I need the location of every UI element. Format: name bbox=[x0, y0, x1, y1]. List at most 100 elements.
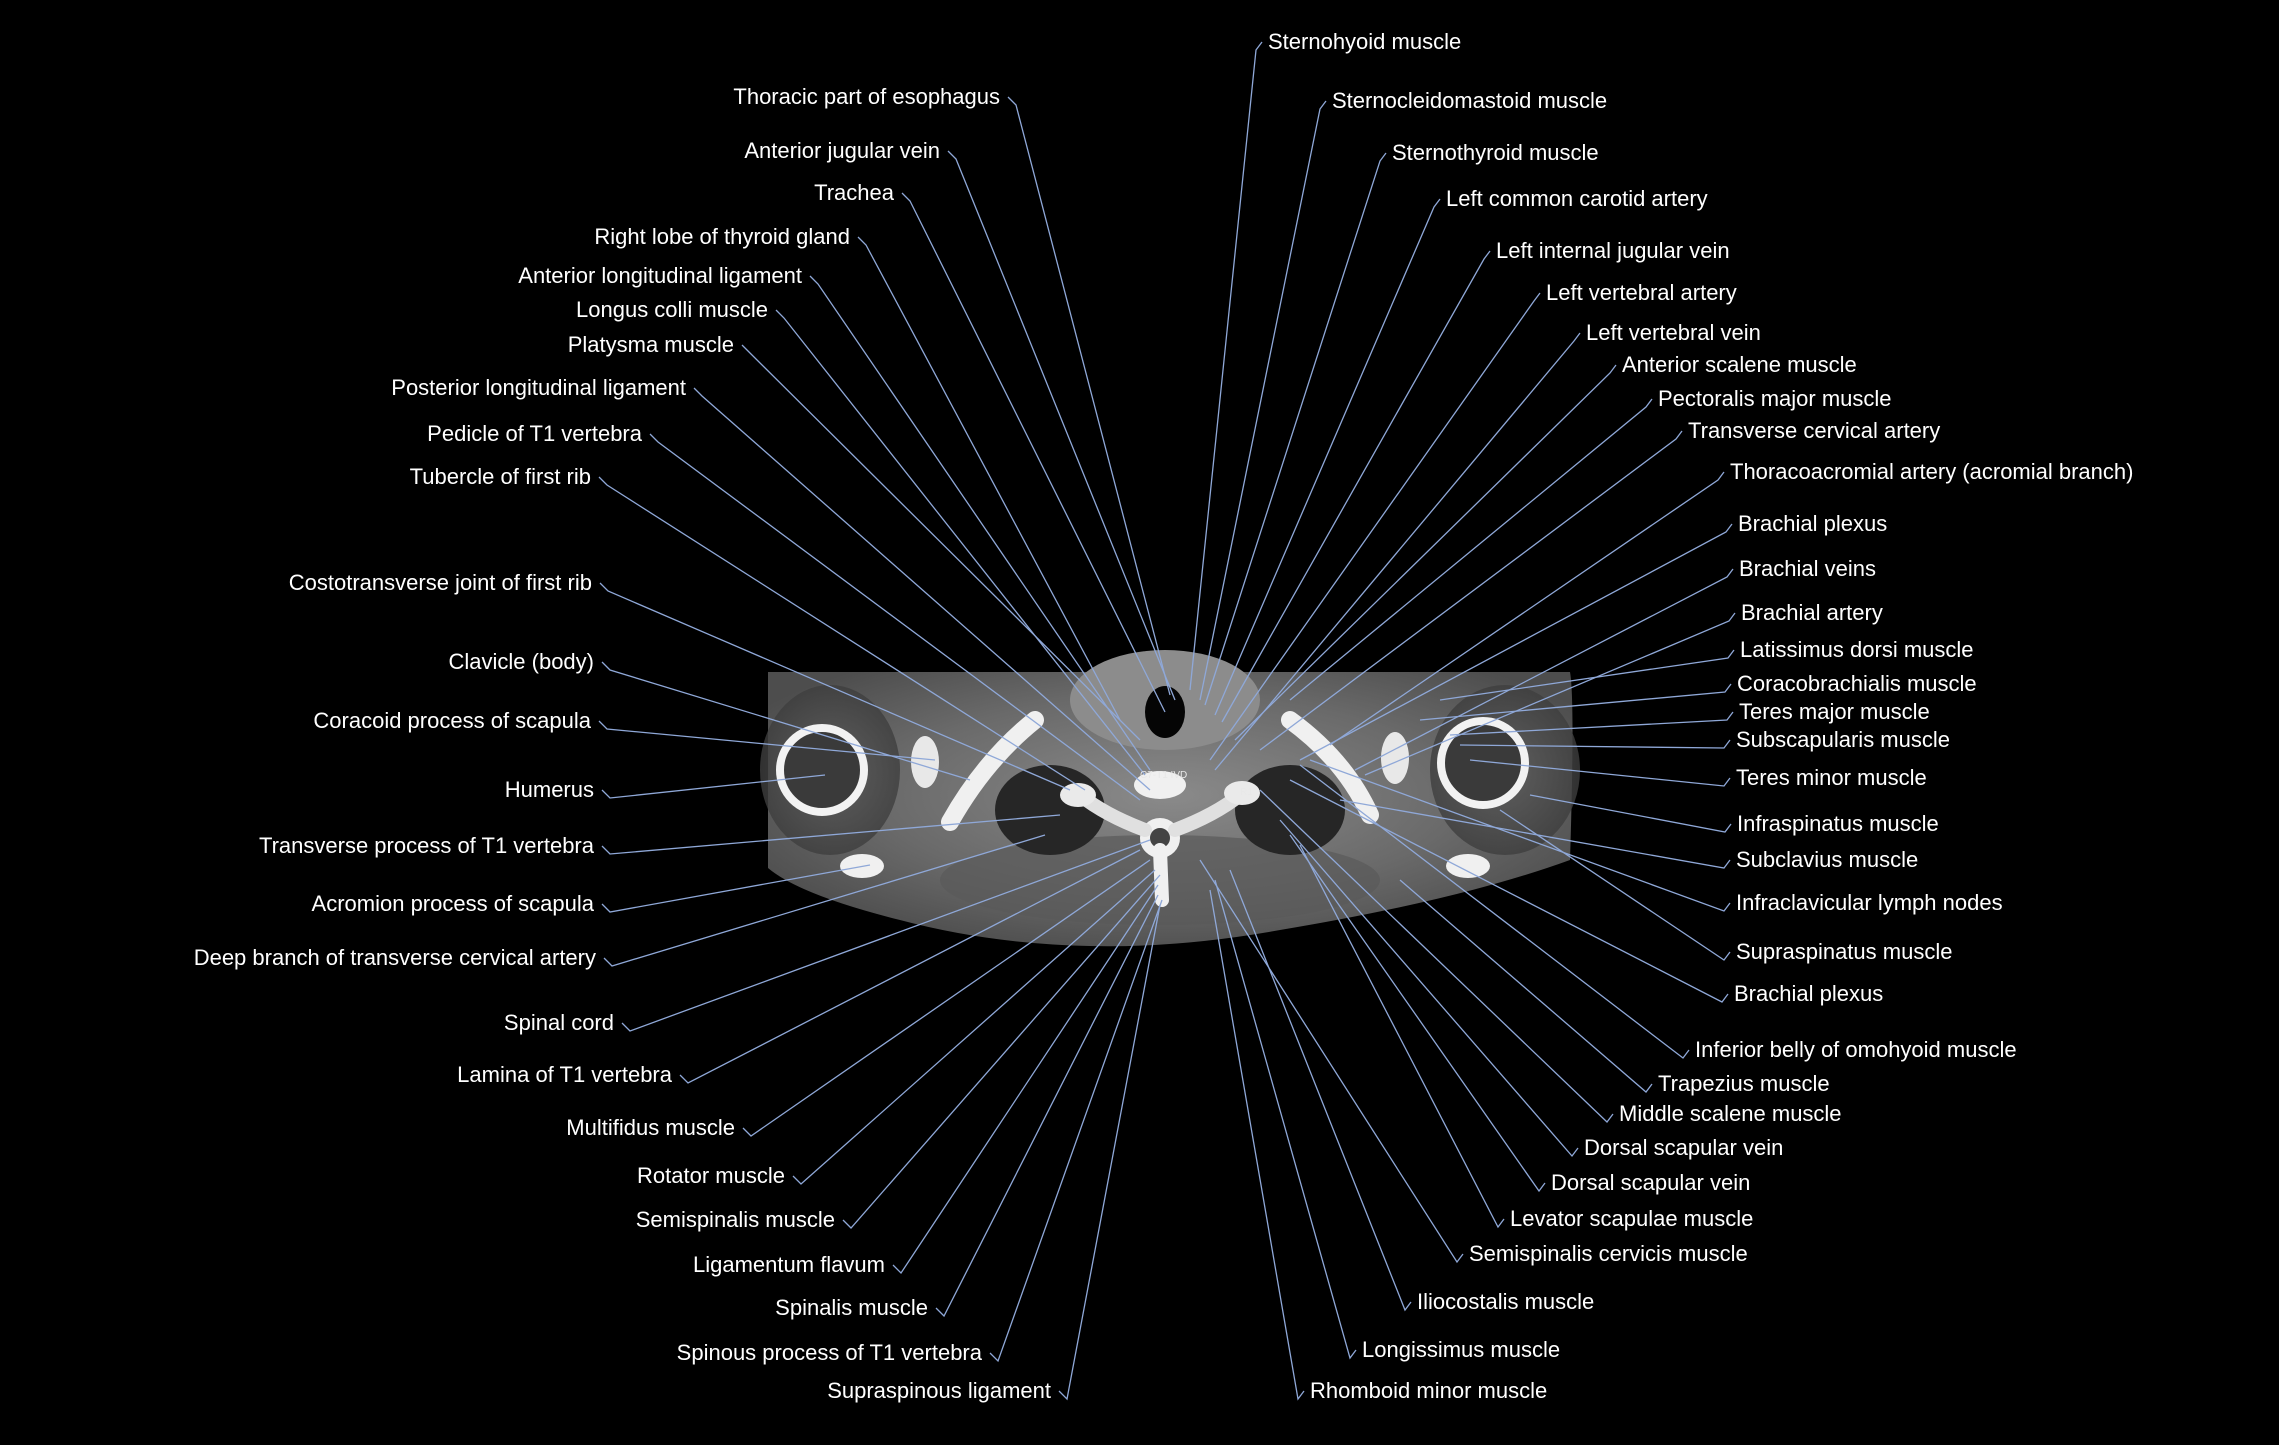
leader-subscapularis-muscle bbox=[1459, 739, 1731, 749]
label-left-internal-jugular-vein: Left internal jugular vein bbox=[1496, 238, 1730, 263]
label-tubercle-of-first-rib: Tubercle of first rib bbox=[409, 464, 591, 489]
label-anterior-jugular-vein: Anterior jugular vein bbox=[744, 138, 940, 163]
first-rib-left bbox=[1224, 781, 1260, 805]
leader-latissimus-dorsi-muscle bbox=[1439, 649, 1735, 701]
leader-lamina-of-t1-vertebra bbox=[679, 849, 1141, 1084]
label-spinal-cord: Spinal cord bbox=[503, 1010, 614, 1035]
t1-vertebral-body bbox=[1134, 771, 1186, 799]
leader-rotator-muscle bbox=[792, 869, 1156, 1185]
leader-platysma-muscle bbox=[741, 344, 1141, 741]
leader-deep-branch-of-transverse-cervical-artery bbox=[603, 834, 1046, 967]
t1-spinous-process bbox=[1153, 843, 1169, 907]
leader-semispinalis-cervicis-muscle bbox=[1199, 859, 1464, 1264]
label-supraspinatus-muscle: Supraspinatus muscle bbox=[1736, 939, 1953, 964]
label-pectoralis-major-muscle: Pectoralis major muscle bbox=[1658, 386, 1892, 411]
leader-ligamentum-flavum bbox=[892, 884, 1159, 1275]
label-teres-minor-muscle: Teres minor muscle bbox=[1736, 765, 1927, 790]
right-humeral-head bbox=[776, 724, 868, 816]
label-platysma-muscle: Platysma muscle bbox=[567, 332, 734, 357]
leader-infraclavicular-lymph-nodes bbox=[1309, 759, 1731, 912]
left-clavicle bbox=[1281, 711, 1379, 824]
leader-subclavius-muscle bbox=[1339, 799, 1731, 869]
label-brachial-plexus: Brachial plexus bbox=[1738, 511, 1888, 536]
leader-lines bbox=[598, 41, 1736, 1401]
label-brachial-plexus: Brachial plexus bbox=[1734, 981, 1884, 1006]
label-supraspinous-ligament: Supraspinous ligament bbox=[827, 1378, 1051, 1403]
label-acromion-process-of-scapula: Acromion process of scapula bbox=[311, 891, 594, 916]
leader-inferior-belly-of-omohyoid-muscle bbox=[1299, 764, 1690, 1059]
label-longus-colli-muscle: Longus colli muscle bbox=[576, 297, 768, 322]
label-inferior-belly-of-omohyoid-muscle: Inferior belly of omohyoid muscle bbox=[1695, 1037, 2017, 1062]
label-longissimus-muscle: Longissimus muscle bbox=[1362, 1337, 1561, 1362]
first-rib-right bbox=[1060, 783, 1096, 807]
leader-anterior-scalene-muscle bbox=[1234, 364, 1617, 741]
label-infraspinatus-muscle: Infraspinatus muscle bbox=[1737, 811, 1939, 836]
label-latissimus-dorsi-muscle: Latissimus dorsi muscle bbox=[1740, 637, 1974, 662]
label-levator-scapulae-muscle: Levator scapulae muscle bbox=[1510, 1206, 1754, 1231]
label-coracobrachialis-muscle: Coracobrachialis muscle bbox=[1737, 671, 1977, 696]
leader-left-common-carotid-artery bbox=[1214, 198, 1441, 716]
label-costotransverse-joint-of-first-rib: Costotransverse joint of first rib bbox=[288, 570, 592, 595]
right-lung-apex bbox=[1235, 765, 1345, 855]
label-anterior-scalene-muscle: Anterior scalene muscle bbox=[1622, 352, 1857, 377]
leader-dorsal-scapular-vein bbox=[1279, 819, 1579, 1158]
right-coracoid bbox=[911, 736, 939, 788]
label-spinous-process-of-t1-vertebra: Spinous process of T1 vertebra bbox=[676, 1340, 982, 1365]
leader-longissimus-muscle bbox=[1214, 879, 1357, 1360]
leader-posterior-longitudinal-ligament bbox=[693, 387, 1151, 791]
label-right-lobe-of-thyroid-gland: Right lobe of thyroid gland bbox=[594, 224, 850, 249]
leader-infraspinatus-muscle bbox=[1529, 794, 1732, 833]
leader-supraspinatus-muscle bbox=[1499, 809, 1731, 961]
leader-sternocleidomastoid-muscle bbox=[1199, 100, 1327, 701]
label-semispinalis-muscle: Semispinalis muscle bbox=[635, 1207, 835, 1232]
leader-trapezius-muscle bbox=[1399, 879, 1653, 1093]
leader-thoracic-part-of-esophagus bbox=[1007, 96, 1171, 696]
leader-left-internal-jugular-vein bbox=[1221, 250, 1491, 723]
label-left-common-carotid-artery: Left common carotid artery bbox=[1446, 186, 1708, 211]
leader-longus-colli-muscle bbox=[775, 309, 1146, 776]
leader-clavicle bbox=[601, 661, 971, 781]
label-subclavius-muscle: Subclavius muscle bbox=[1736, 847, 1919, 872]
label-trapezius-muscle: Trapezius muscle bbox=[1658, 1071, 1830, 1096]
label-brachial-artery: Brachial artery bbox=[1741, 600, 1883, 625]
leader-transverse-cervical-artery bbox=[1259, 430, 1683, 751]
leader-semispinalis-muscle bbox=[842, 874, 1161, 1229]
label-transverse-process-of-t1-vertebra: Transverse process of T1 vertebra bbox=[258, 833, 594, 858]
label-subscapularis-muscle: Subscapularis muscle bbox=[1736, 727, 1950, 752]
label-sternocleidomastoid-muscle: Sternocleidomastoid muscle bbox=[1332, 88, 1608, 113]
leader-humerus bbox=[601, 774, 826, 799]
label-teres-major-muscle: Teres major muscle bbox=[1739, 699, 1930, 724]
leader-sternohyoid-muscle bbox=[1189, 41, 1263, 691]
leader-transverse-process-of-t1-vertebra bbox=[601, 814, 1061, 855]
leader-iliocostalis-muscle bbox=[1229, 869, 1412, 1312]
rib-tag: R1 bbox=[1240, 787, 1253, 798]
label-coracoid-process-of-scapula: Coracoid process of scapula bbox=[313, 708, 591, 733]
label-thoracoacromial-artery: Thoracoacromial artery (acromial branch) bbox=[1730, 459, 2134, 484]
leader-supraspinous-ligament bbox=[1058, 904, 1161, 1401]
leader-pectoralis-major-muscle bbox=[1289, 398, 1653, 701]
disc-tag: C7-T1 IVD bbox=[1140, 770, 1188, 781]
leader-brachial-plexus bbox=[1299, 523, 1733, 761]
label-sternothyroid-muscle: Sternothyroid muscle bbox=[1392, 140, 1599, 165]
label-lamina-of-t1-vertebra: Lamina of T1 vertebra bbox=[457, 1062, 672, 1087]
left-humeral-head bbox=[1437, 717, 1529, 809]
label-left-vertebral-artery: Left vertebral artery bbox=[1546, 280, 1737, 305]
label-humerus: Humerus bbox=[504, 777, 594, 802]
leader-brachial-artery bbox=[1364, 612, 1736, 776]
leader-right-lobe-of-thyroid-gland bbox=[857, 236, 1121, 721]
leader-sternothyroid-muscle bbox=[1204, 152, 1387, 706]
leader-middle-scalene-muscle bbox=[1259, 789, 1614, 1123]
left-acromion bbox=[1446, 854, 1490, 878]
label-trachea: Trachea bbox=[814, 180, 894, 205]
label-anterior-longitudinal-ligament: Anterior longitudinal ligament bbox=[518, 263, 802, 288]
label-middle-scalene-muscle: Middle scalene muscle bbox=[1619, 1101, 1842, 1126]
leader-acromion-process-of-scapula bbox=[601, 864, 871, 913]
label-left-vertebral-vein: Left vertebral vein bbox=[1586, 320, 1761, 345]
leader-teres-major-muscle bbox=[1449, 711, 1734, 736]
label-rhomboid-minor-muscle: Rhomboid minor muscle bbox=[1310, 1378, 1548, 1403]
leader-trachea bbox=[901, 192, 1166, 713]
leader-anterior-jugular-vein bbox=[947, 150, 1176, 701]
leader-brachial-veins bbox=[1354, 568, 1734, 771]
